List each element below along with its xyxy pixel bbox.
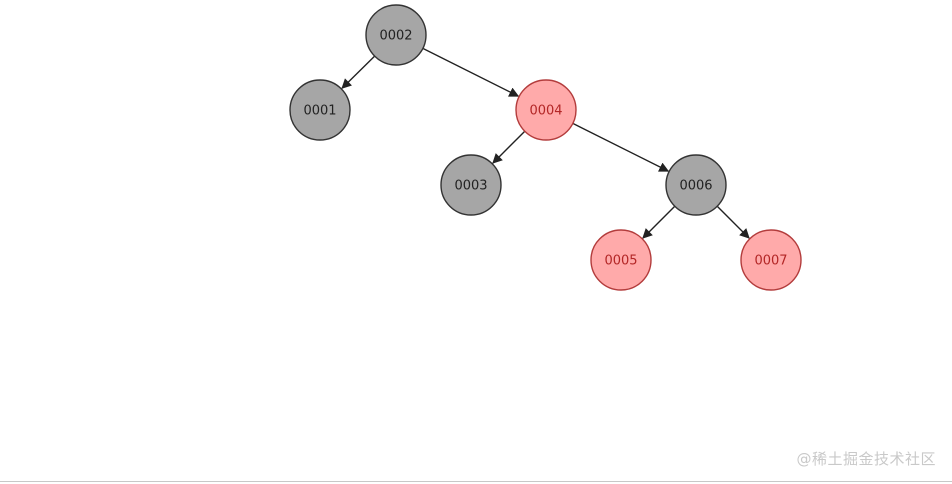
tree-node: 0004 [515,79,577,141]
edge-n6-n5 [642,205,676,239]
node-circle [665,154,727,216]
node-label: 0002 [379,29,412,44]
edge-n4-n6 [572,122,670,172]
edge-n4-n3 [492,130,526,164]
nodes-layer: 0002 0001 0004 0003 0006 0005 0007 [289,4,802,291]
bottom-divider [0,481,952,482]
tree-node: 0006 [665,154,727,216]
node-label: 0005 [604,254,637,269]
node-label: 0007 [754,254,787,269]
node-label: 0001 [303,104,336,119]
edge-n6-n7 [716,205,750,239]
edge-n2-n1 [341,55,376,89]
edge-n2-n4 [422,47,520,97]
node-circle [365,4,427,66]
tree-node: 0005 [590,229,652,291]
tree-node: 0007 [740,229,802,291]
node-circle [515,79,577,141]
watermark: @稀土掘金技术社区 [796,450,936,468]
node-label: 0003 [454,179,487,194]
node-circle [590,229,652,291]
node-circle [440,154,502,216]
node-label: 0006 [679,179,712,194]
edges-layer [341,47,750,239]
node-label: 0004 [529,104,562,119]
tree-node: 0001 [289,79,351,141]
tree-node: 0002 [365,4,427,66]
node-circle [740,229,802,291]
node-circle [289,79,351,141]
tree-node: 0003 [440,154,502,216]
